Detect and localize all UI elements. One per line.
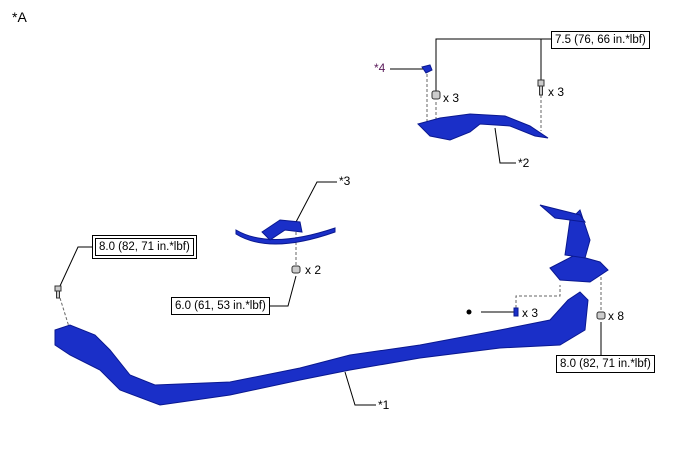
bolt-icon <box>56 290 60 299</box>
callout-part4: *4 <box>374 61 386 75</box>
qty-top-nut: x 3 <box>443 91 460 105</box>
torque-box-middle: 6.0 (61, 53 in.*lbf) <box>171 297 270 315</box>
nut-icon <box>596 311 606 320</box>
qty-top-bolt: x 3 <box>548 85 565 99</box>
torque-box-bottom-right: 8.0 (82, 71 in.*lbf) <box>556 355 655 373</box>
bracket-part2 <box>417 113 549 141</box>
leader-part2 <box>494 127 516 164</box>
leader-top-left <box>435 38 551 91</box>
nut-icon <box>431 90 441 100</box>
torque-box-top-right: 7.5 (76, 66 in.*lbf) <box>551 31 650 49</box>
callout-part1: *1 <box>378 398 390 412</box>
clip-part4 <box>421 64 433 74</box>
qty-middle-nut: x 2 <box>305 263 322 277</box>
harness-part1 <box>54 291 589 406</box>
qty-clip: x 3 <box>522 306 539 320</box>
callout-part3: *3 <box>339 174 351 188</box>
nut-icon <box>291 265 301 274</box>
leader-left <box>59 246 92 287</box>
qty-bottom-nut: x 8 <box>608 309 625 323</box>
dot-marker <box>466 309 472 315</box>
callout-part2: *2 <box>518 156 530 170</box>
leader-part3 <box>295 181 337 223</box>
pipe-part3 <box>235 227 336 245</box>
leader-part1 <box>344 371 376 406</box>
bolt-icon <box>537 79 545 87</box>
clip <box>513 307 519 317</box>
leader-middle <box>265 275 297 307</box>
view-label: *A <box>12 9 27 25</box>
torque-box-left: 8.0 (82, 71 in.*lbf) <box>92 235 197 259</box>
